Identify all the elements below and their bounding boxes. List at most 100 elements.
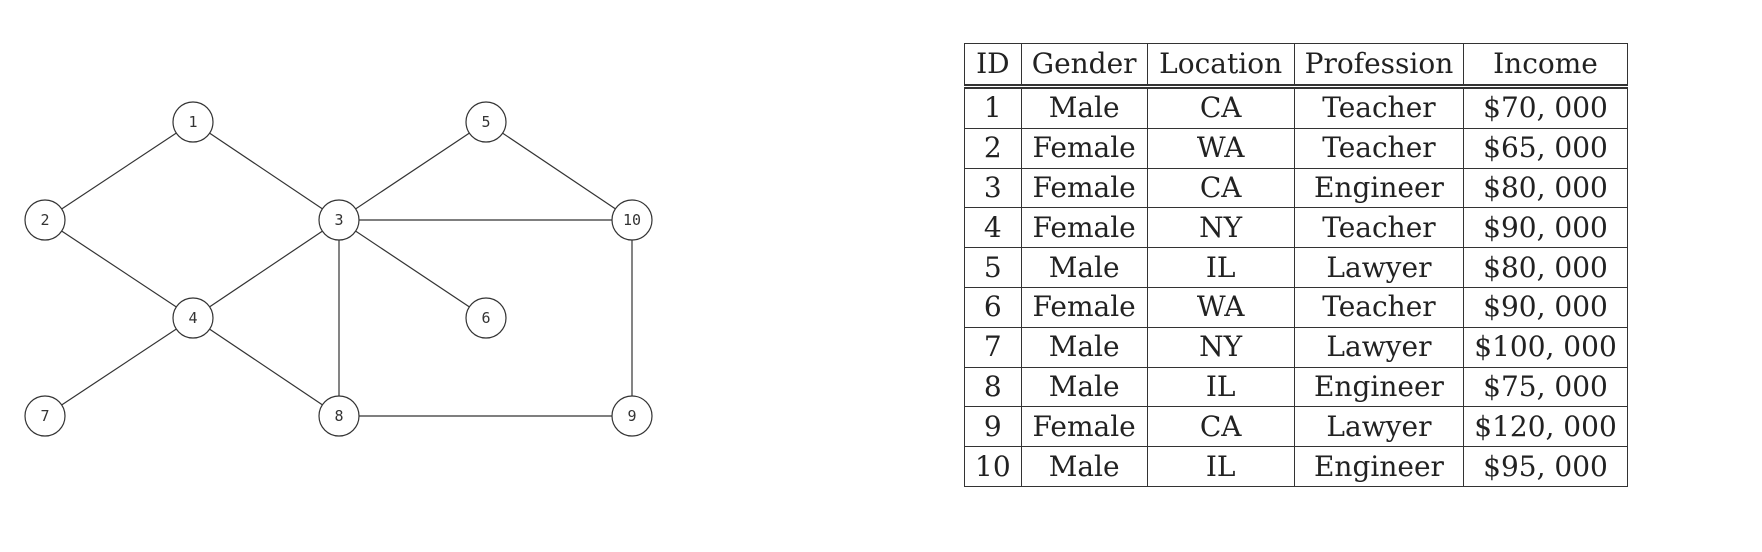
- graph-edge-3-5: [338, 121, 487, 221]
- graph-node-circle: [465, 101, 507, 143]
- graph-node-circle: [318, 199, 360, 241]
- graph-nodes: 1 2 3 4 5 6 7 8 9 10: [24, 101, 653, 437]
- cell-income: $95, 000: [1463, 446, 1628, 487]
- column-header-id: ID: [964, 43, 1022, 89]
- cell-location: WA: [1146, 127, 1295, 169]
- graph-node-circle: [465, 297, 507, 339]
- graph-node-4: 4: [172, 297, 214, 339]
- graph-edge-5-10: [485, 121, 633, 221]
- graph-node-label: 3: [334, 211, 343, 229]
- graph-node-label: 10: [623, 211, 641, 229]
- cell-gender: Female: [1020, 406, 1148, 448]
- cell-income: $100, 000: [1463, 326, 1628, 368]
- cell-gender: Male: [1020, 366, 1148, 408]
- graph-edge-3-4: [192, 219, 340, 319]
- graph-node-7: 7: [24, 395, 66, 437]
- cell-income: $70, 000: [1463, 86, 1628, 129]
- cell-gender: Female: [1020, 286, 1148, 328]
- column-header-income: Income: [1463, 43, 1628, 89]
- cell-id: 5: [964, 247, 1022, 288]
- cell-location: IL: [1146, 446, 1295, 487]
- cell-profession: Lawyer: [1293, 406, 1465, 448]
- graph-edge-2-4: [44, 219, 194, 319]
- graph-node-label: 4: [188, 309, 197, 327]
- cell-location: CA: [1146, 86, 1295, 129]
- cell-id: 1: [964, 86, 1022, 129]
- cell-profession: Teacher: [1293, 127, 1465, 169]
- graph-node-10: 10: [611, 199, 653, 241]
- graph-node-5: 5: [465, 101, 507, 143]
- graph-node-circle: [611, 395, 653, 437]
- cell-location: WA: [1146, 286, 1295, 328]
- graph-node-1: 1: [172, 101, 214, 143]
- cell-location: CA: [1146, 406, 1295, 448]
- cell-id: 9: [964, 406, 1022, 448]
- column-header-gender: Gender: [1020, 43, 1148, 89]
- cell-profession: Lawyer: [1293, 247, 1465, 288]
- graph-edge-4-7: [44, 317, 194, 417]
- cell-id: 7: [964, 326, 1022, 368]
- network-graph: 1 2 3 4 5 6 7 8 9 10: [24, 101, 653, 437]
- cell-income: $80, 000: [1463, 247, 1628, 288]
- cell-location: IL: [1146, 247, 1295, 288]
- cell-income: $90, 000: [1463, 207, 1628, 249]
- cell-id: 8: [964, 366, 1022, 408]
- cell-profession: Lawyer: [1293, 326, 1465, 368]
- graph-node-circle: [24, 199, 66, 241]
- graph-edge-1-3: [192, 121, 340, 221]
- graph-node-circle: [172, 297, 214, 339]
- graph-node-label: 1: [188, 113, 197, 131]
- cell-profession: Engineer: [1293, 446, 1465, 487]
- cell-gender: Male: [1020, 86, 1148, 129]
- graph-node-label: 5: [481, 113, 490, 131]
- cell-gender: Female: [1020, 127, 1148, 169]
- graph-node-circle: [172, 101, 214, 143]
- cell-gender: Male: [1020, 326, 1148, 368]
- graph-node-8: 8: [318, 395, 360, 437]
- cell-location: CA: [1146, 167, 1295, 209]
- cell-location: NY: [1146, 207, 1295, 249]
- cell-id: 2: [964, 127, 1022, 169]
- graph-node-2: 2: [24, 199, 66, 241]
- graph-node-circle: [24, 395, 66, 437]
- cell-id: 4: [964, 207, 1022, 249]
- cell-location: NY: [1146, 326, 1295, 368]
- cell-id: 3: [964, 167, 1022, 209]
- cell-profession: Engineer: [1293, 167, 1465, 209]
- graph-node-circle: [611, 199, 653, 241]
- cell-profession: Teacher: [1293, 286, 1465, 328]
- cell-income: $90, 000: [1463, 286, 1628, 328]
- graph-node-6: 6: [465, 297, 507, 339]
- cell-profession: Teacher: [1293, 86, 1465, 129]
- graph-node-circle: [318, 395, 360, 437]
- graph-node-label: 8: [334, 407, 343, 425]
- graph-node-label: 6: [481, 309, 490, 327]
- cell-gender: Female: [1020, 207, 1148, 249]
- cell-gender: Male: [1020, 446, 1148, 487]
- cell-gender: Female: [1020, 167, 1148, 209]
- graph-node-9: 9: [611, 395, 653, 437]
- column-header-location: Location: [1146, 43, 1295, 89]
- graph-node-label: 9: [627, 407, 636, 425]
- cell-location: IL: [1146, 366, 1295, 408]
- cell-income: $65, 000: [1463, 127, 1628, 169]
- cell-id: 6: [964, 286, 1022, 328]
- cell-gender: Male: [1020, 247, 1148, 288]
- cell-income: $80, 000: [1463, 167, 1628, 209]
- graph-edge-4-8: [192, 317, 340, 417]
- cell-id: 10: [964, 446, 1022, 487]
- graph-edges: [44, 121, 633, 417]
- cell-profession: Engineer: [1293, 366, 1465, 408]
- graph-edge-1-2: [44, 121, 194, 221]
